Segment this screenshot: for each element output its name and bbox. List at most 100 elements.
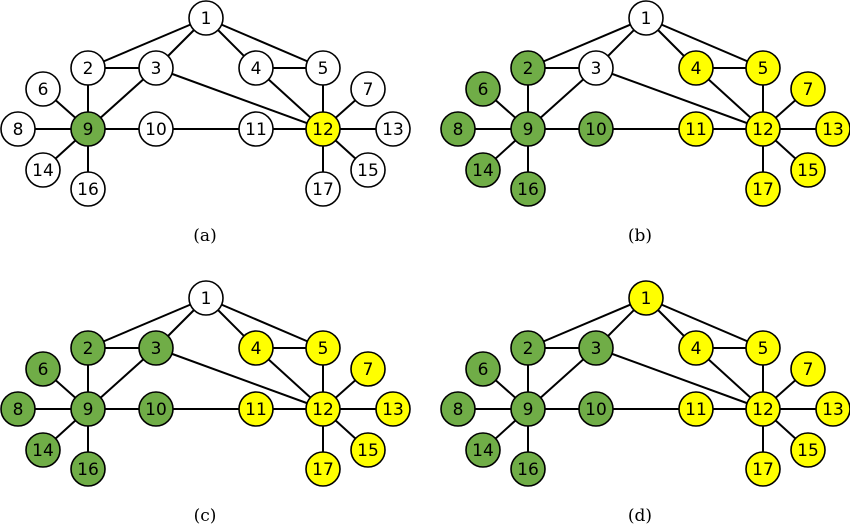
node-label: 5 <box>758 59 769 79</box>
node-label: 1 <box>201 289 212 309</box>
node-16: 16 <box>70 451 106 487</box>
node-circle <box>678 50 714 86</box>
node-16: 16 <box>510 451 546 487</box>
node-10: 10 <box>138 391 174 427</box>
node-label: 3 <box>591 339 602 359</box>
node-7: 7 <box>350 71 386 107</box>
node-circle <box>305 330 341 366</box>
node-label: 16 <box>517 180 539 200</box>
node-9: 9 <box>70 391 106 427</box>
node-label: 7 <box>803 360 814 380</box>
node-2: 2 <box>510 50 546 86</box>
node-label: 4 <box>691 59 702 79</box>
node-circle <box>578 111 614 147</box>
node-17: 17 <box>745 451 781 487</box>
node-label: 8 <box>453 400 464 420</box>
node-circle <box>25 71 61 107</box>
node-9: 9 <box>510 391 546 427</box>
node-label: 5 <box>318 59 329 79</box>
node-circle <box>375 111 411 147</box>
node-circle <box>790 351 826 387</box>
node-7: 7 <box>350 351 386 387</box>
node-circle <box>745 330 781 366</box>
node-14: 14 <box>25 432 61 468</box>
edge-3-12 <box>155 347 324 410</box>
node-circle <box>0 391 36 427</box>
node-circle <box>70 330 106 366</box>
node-label: 16 <box>77 180 99 200</box>
node-3: 3 <box>138 50 174 86</box>
node-label: 5 <box>758 339 769 359</box>
node-circle <box>188 280 224 316</box>
node-label: 14 <box>32 441 54 461</box>
edge-3-12 <box>155 67 324 130</box>
node-label: 1 <box>201 9 212 29</box>
node-circle <box>350 71 386 107</box>
edge-1-2 <box>527 17 647 69</box>
node-circle <box>70 171 106 207</box>
node-label: 17 <box>752 460 774 480</box>
node-label: 3 <box>591 59 602 79</box>
node-label: 10 <box>585 120 607 140</box>
node-label: 6 <box>478 80 489 100</box>
node-circle <box>628 280 664 316</box>
node-14: 14 <box>465 432 501 468</box>
node-circle <box>465 152 501 188</box>
edge-3-12 <box>595 67 764 130</box>
node-circle <box>305 111 341 147</box>
node-label: 2 <box>523 339 534 359</box>
node-label: 11 <box>245 120 267 140</box>
node-label: 15 <box>797 441 819 461</box>
node-5: 5 <box>745 50 781 86</box>
node-13: 13 <box>375 391 411 427</box>
node-circle <box>70 111 106 147</box>
node-label: 6 <box>38 360 49 380</box>
node-circle <box>350 432 386 468</box>
node-11: 11 <box>238 111 274 147</box>
node-label: 17 <box>312 180 334 200</box>
node-5: 5 <box>745 330 781 366</box>
node-7: 7 <box>790 351 826 387</box>
panel-caption: (a) <box>193 226 216 246</box>
node-8: 8 <box>440 111 476 147</box>
node-label: 11 <box>685 120 707 140</box>
node-12: 12 <box>305 391 341 427</box>
node-15: 15 <box>350 152 386 188</box>
node-circle <box>510 111 546 147</box>
node-14: 14 <box>465 152 501 188</box>
node-label: 4 <box>251 59 262 79</box>
node-label: 7 <box>363 360 374 380</box>
edge-3-12 <box>595 347 764 410</box>
node-1: 1 <box>628 280 664 316</box>
node-1: 1 <box>188 0 224 36</box>
node-circle <box>25 351 61 387</box>
node-circle <box>305 451 341 487</box>
node-circle <box>815 391 850 427</box>
node-circle <box>790 71 826 107</box>
node-3: 3 <box>578 330 614 366</box>
node-label: 9 <box>83 400 94 420</box>
node-label: 14 <box>32 161 54 181</box>
node-circle <box>0 111 36 147</box>
node-circle <box>745 391 781 427</box>
node-label: 10 <box>585 400 607 420</box>
node-8: 8 <box>0 111 36 147</box>
node-circle <box>25 152 61 188</box>
edge-1-2 <box>87 297 207 349</box>
node-circle <box>510 330 546 366</box>
node-label: 7 <box>803 80 814 100</box>
node-label: 13 <box>382 120 404 140</box>
node-label: 12 <box>752 120 774 140</box>
node-circle <box>440 391 476 427</box>
node-circle <box>678 330 714 366</box>
node-13: 13 <box>815 111 850 147</box>
node-9: 9 <box>70 111 106 147</box>
node-3: 3 <box>138 330 174 366</box>
node-label: 16 <box>517 460 539 480</box>
node-circle <box>350 351 386 387</box>
node-circle <box>578 391 614 427</box>
node-circle <box>238 111 274 147</box>
node-11: 11 <box>678 391 714 427</box>
